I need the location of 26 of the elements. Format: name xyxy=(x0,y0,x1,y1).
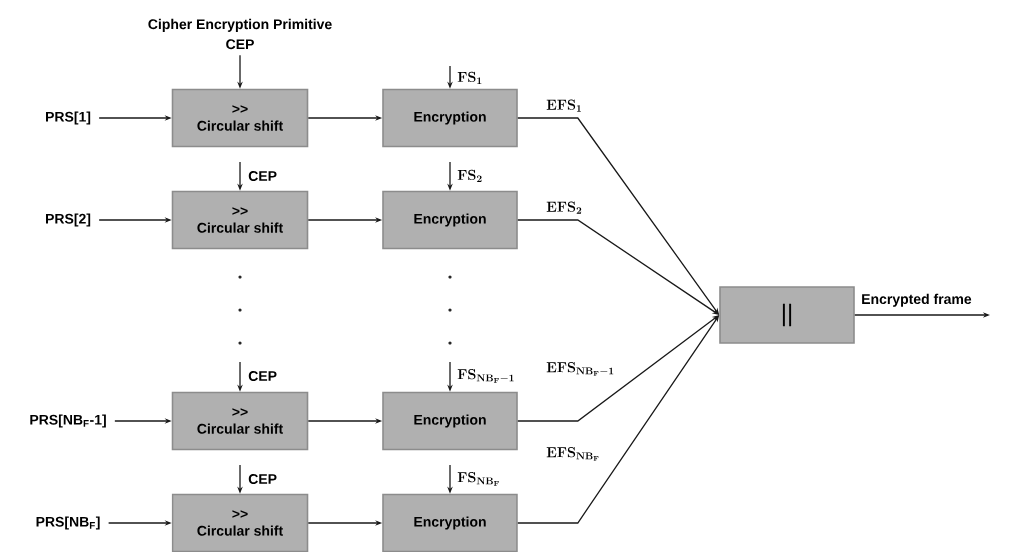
process-box: >> Circular shift xyxy=(171,493,309,552)
edge-label: CEP xyxy=(247,170,278,182)
input-label: PRS[NB$_{F}$-1] xyxy=(30,414,106,428)
process-box: >> Circular shift xyxy=(171,190,309,250)
input-label: PRS[NB$_{F}$] xyxy=(36,516,100,530)
process-box: Encryption xyxy=(382,391,518,451)
edge-label: Encrypted frame xyxy=(860,292,973,308)
process-box: Encryption xyxy=(382,88,518,148)
edge-label: $\mathbf{EFS_{2}}$ xyxy=(545,200,584,215)
edge-label: $\mathbf{FS_{1}}$ xyxy=(456,71,484,85)
process-box: Encryption xyxy=(382,493,518,552)
edge-label: $\mathbf{EFS_{NB_F}}$ xyxy=(545,446,601,462)
process-box: >> Circular shift xyxy=(171,88,309,148)
input-label: Cipher Encryption Primitive CEP xyxy=(148,18,332,50)
edge-label: $\mathbf{FS_{2}}$ xyxy=(456,169,484,183)
edge-label: CEP xyxy=(247,473,278,485)
edge-label: $\mathbf{EFS_{NB_F-1}}$ xyxy=(545,361,616,377)
process-box: >> Circular shift xyxy=(171,391,309,451)
edge-label: $\mathbf{EFS_{1}}$ xyxy=(545,98,584,113)
input-label: PRS[2] xyxy=(46,213,91,227)
edge-label: $\mathbf{FS_{NB_F-1}}$ xyxy=(456,368,516,384)
process-box: || xyxy=(719,286,855,344)
process-box: Encryption xyxy=(382,190,518,250)
input-label: PRS[1] xyxy=(46,111,91,125)
edge-label: CEP xyxy=(247,370,278,382)
edge-label: $\mathbf{FS_{NB_F}}$ xyxy=(456,471,502,487)
